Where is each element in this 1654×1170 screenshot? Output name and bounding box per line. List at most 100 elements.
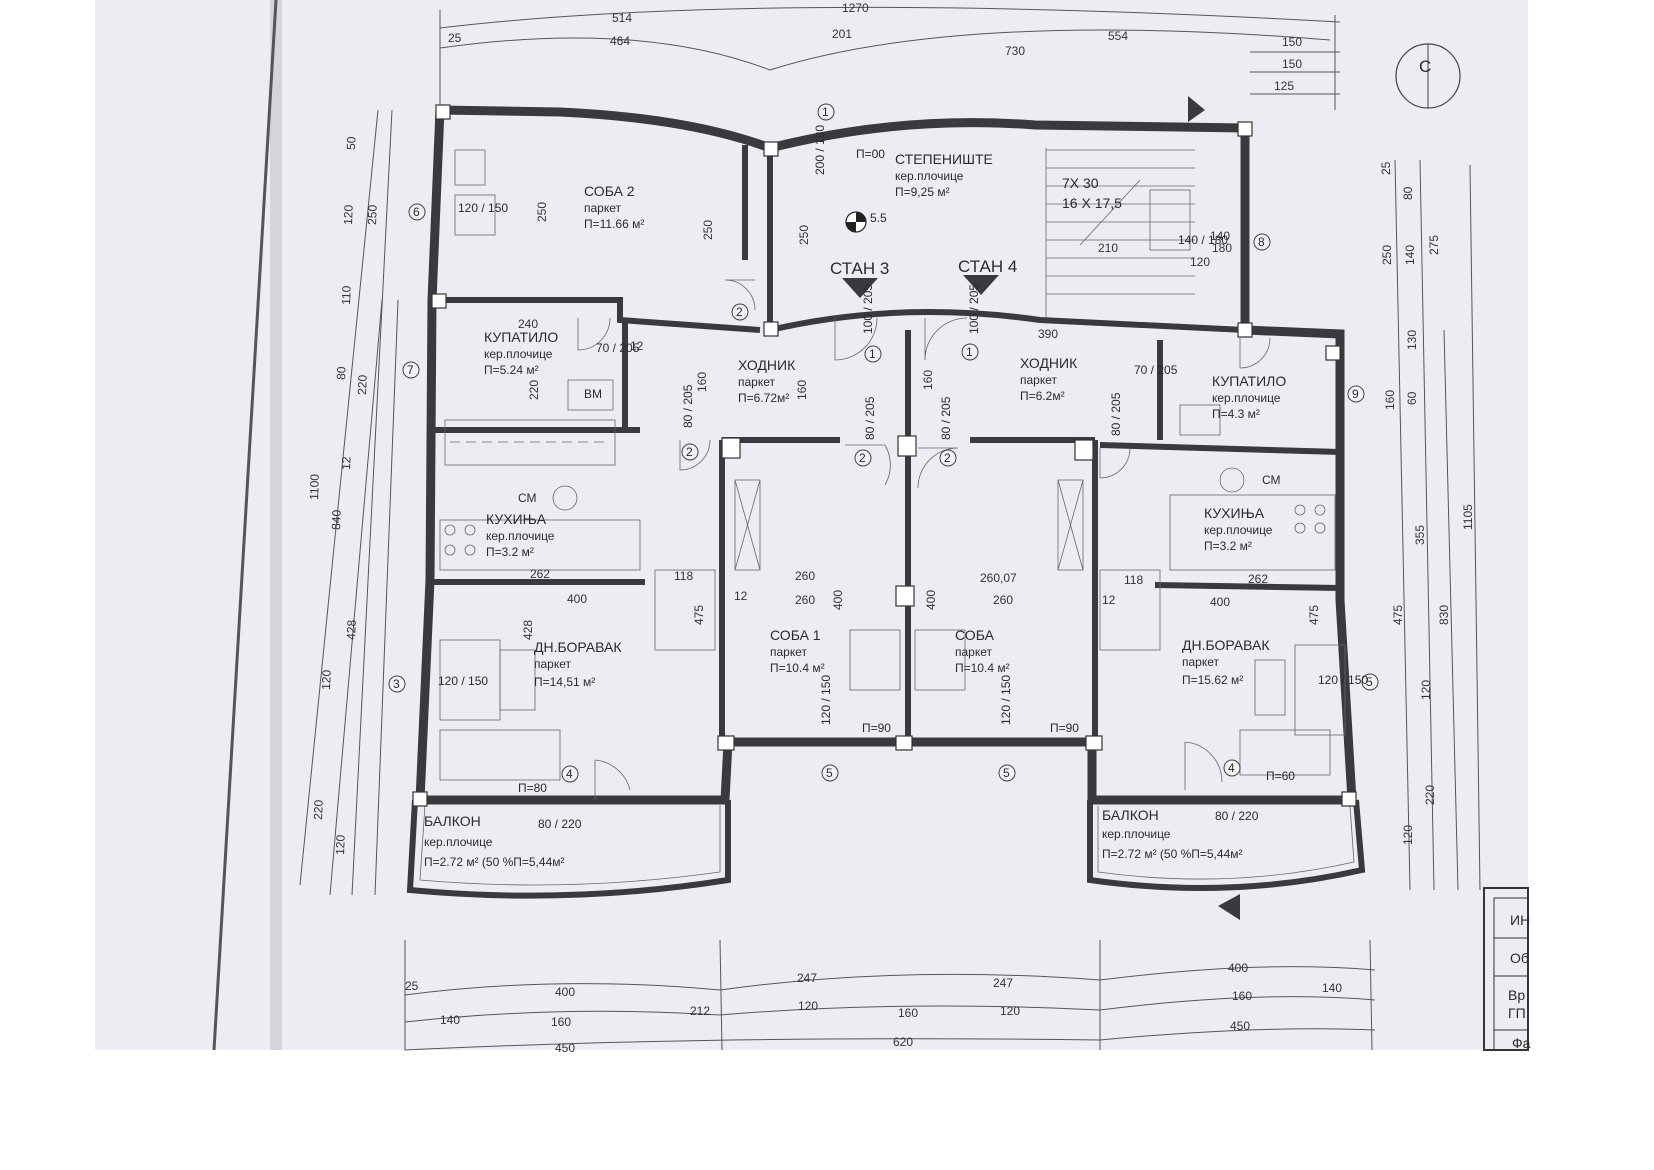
dim-top-25: 25 — [448, 31, 462, 45]
room-kuhinja-left-name: КУХИЊА — [486, 511, 547, 527]
tag-1-top-circle — [817, 103, 835, 121]
armchair-left — [439, 729, 561, 781]
dim-right-80: 80 — [1401, 186, 1415, 200]
wall-kitchen-right-bottom — [1154, 582, 1341, 591]
section-arrow-bottom — [1218, 894, 1240, 920]
room-soba1-area: П=10.4 м² — [770, 661, 825, 675]
door-soba2 — [724, 279, 756, 311]
door-balcony-l — [594, 759, 631, 800]
room-kuhinja-left-floor: кер.плочице — [486, 529, 555, 543]
sofa-right — [1294, 644, 1346, 736]
stair-landing — [1149, 189, 1191, 251]
title-block-cell-1: ИН — [1510, 912, 1530, 928]
wall-soba2-bottom — [432, 297, 761, 333]
dim-right-line-4 — [1469, 164, 1481, 891]
bottom-dimensions — [404, 939, 1376, 1051]
wardrobe-soba1 — [734, 479, 761, 571]
room-balkon-left-name: БАЛКОН — [424, 813, 481, 829]
dim-inner-12c: 12 — [1102, 593, 1116, 607]
fixture-p00: П=00 — [856, 147, 885, 161]
dim-top-554: 554 — [1108, 29, 1128, 43]
opening-70-205-l: 70 / 205 — [596, 341, 640, 355]
tag-2-hall: 2 — [686, 445, 693, 459]
dim-inner-26007: 260,07 — [980, 571, 1017, 585]
column-12 — [895, 735, 913, 751]
dim-left-line-4 — [374, 299, 399, 896]
title-block-cell-2: Об — [1510, 950, 1529, 966]
opening-80-205-a: 80 / 205 — [681, 384, 695, 428]
dim-left-120a: 120 — [341, 204, 356, 225]
room-stepenishte-name: СТЕПЕНИШТЕ — [895, 151, 993, 167]
wardrobe-soba-x2 — [1057, 479, 1084, 571]
dim-left-428: 428 — [344, 619, 359, 640]
dim-top-150b: 150 — [1282, 57, 1302, 71]
tag-9: 9 — [1352, 387, 1359, 401]
dim-top-125: 125 — [1274, 79, 1294, 93]
room-balkon-right: БАЛКОН кер.плочице П=2.72 м² (50 %П=5,44… — [1102, 807, 1242, 861]
tag-1-stan4: 1 — [966, 345, 973, 359]
stan3-arrow — [842, 278, 878, 298]
dim-left-120c: 120 — [333, 834, 348, 855]
dim-left-line-1 — [299, 109, 379, 886]
door-stan3 — [834, 317, 878, 361]
dim-bottom-212: 212 — [690, 1004, 710, 1018]
dim-right-140: 140 — [1403, 245, 1417, 265]
dim-left-50: 50 — [344, 136, 358, 150]
dim-inner-250a: 250 — [535, 202, 549, 222]
kitchen-counter-left — [439, 519, 641, 571]
stair-walk — [1079, 179, 1141, 246]
opening-200-180: 200 / 180 — [813, 125, 827, 175]
dim-left-line-3 — [351, 109, 393, 896]
dim-right-60: 60 — [1405, 391, 1419, 405]
paper-sheet — [95, 0, 1528, 1050]
dim-top-730: 730 — [1005, 44, 1025, 58]
dim-bottom-25: 25 — [405, 979, 419, 993]
table-right — [1099, 569, 1161, 651]
opening-70-205-r: 70 / 205 — [1134, 363, 1178, 377]
room-soba1-name: СОБА 1 — [770, 627, 821, 643]
bed-soba — [914, 629, 966, 691]
room-soba-area: П=10.4 м² — [955, 661, 1010, 675]
fixtures — [439, 149, 1346, 781]
door-stan4 — [924, 317, 968, 361]
dim-line-bottom-1 — [404, 966, 1376, 996]
apartment-markers — [842, 96, 1240, 920]
dim-bottom-247b: 247 — [993, 976, 1013, 990]
column-5 — [763, 321, 779, 337]
dim-right-line-3 — [1443, 329, 1459, 891]
room-kupatilo-left-floor: кер.плочице — [484, 347, 553, 361]
bath-r-fixture — [1179, 404, 1221, 436]
tag-5-soba1-circle — [821, 764, 839, 782]
room-hodnik-right-area: П=6.2м² — [1020, 389, 1065, 403]
dim-inner-260b: 260 — [795, 593, 815, 607]
dim-inner-220: 220 — [527, 380, 541, 400]
tag-5-soba: 5 — [1003, 766, 1010, 780]
balcony-right-inner — [1097, 805, 1355, 880]
tag-4-left-circle — [561, 765, 579, 783]
tag-8-circle — [1253, 233, 1271, 251]
column-8 — [721, 437, 741, 459]
title-block-cell-4: ГП — [1508, 1005, 1526, 1021]
tag-5-right: 5 — [1366, 675, 1373, 689]
room-kuhinja-right: КУХИЊА кер.плочице П=3.2 м² — [1204, 505, 1273, 553]
level-marker-fill-b — [846, 222, 856, 232]
tag-6: 6 — [413, 205, 420, 219]
room-hodnik-right-name: ХОДНИК — [1020, 355, 1078, 371]
fixture-sm: СМ — [518, 491, 537, 505]
tag-7-circle — [402, 361, 420, 379]
left-dimensions — [299, 109, 399, 896]
room-boravak-right-floor: паркет — [1182, 655, 1220, 669]
dim-inner-118a: 118 — [674, 569, 693, 583]
dim-right-275: 275 — [1427, 235, 1441, 255]
bed-soba2 — [454, 194, 496, 236]
dim-ext-bottom-2 — [719, 939, 723, 1051]
table-left — [654, 569, 716, 651]
room-soba-name: СОБА — [955, 627, 995, 643]
title-block-cell-5: Фа — [1512, 1035, 1531, 1051]
dim-inner-180: 180 — [1212, 241, 1232, 255]
doors — [577, 279, 1271, 800]
dim-bottom-620: 620 — [893, 1035, 913, 1049]
wall-bath-r-bottom — [1099, 442, 1341, 455]
dim-inner-160c: 160 — [921, 370, 935, 390]
